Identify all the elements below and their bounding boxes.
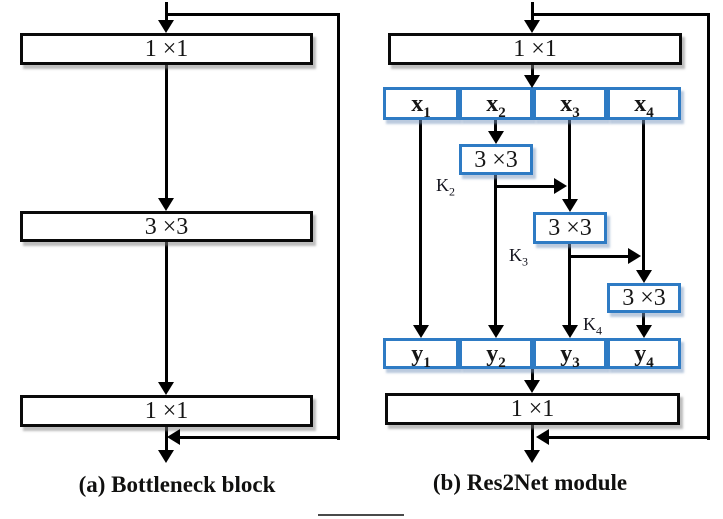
conv-label: 3 ×3: [548, 215, 592, 241]
x1-to-y1-line: [419, 119, 422, 326]
panel-a-arrowhead-1-icon: [158, 198, 174, 211]
k4-to-y4-line: [642, 312, 645, 327]
panel-b-conv-box-1x1-top: 1 ×1: [388, 33, 682, 65]
panel-a-output-arrowhead-icon: [158, 450, 174, 463]
panel-a-input-line: [165, 2, 168, 22]
split-box-x2: x2: [459, 87, 533, 120]
conv-label: 1 ×1: [144, 36, 189, 62]
k2-branch-line: [494, 185, 555, 188]
conv-box-3x3-k3: 3 ×3: [533, 212, 607, 244]
k2-in-arrowhead-icon: [488, 131, 504, 144]
panel-b-skip-vertical-line: [707, 13, 710, 440]
panel-a-skip-merge-line: [178, 436, 340, 439]
output-box-y2: y2: [459, 338, 533, 371]
x2-to-k2-line: [494, 119, 497, 132]
output-label: y3: [560, 340, 580, 371]
k2-label: K2: [436, 175, 455, 199]
concat-connector-line: [531, 367, 534, 381]
split-label: x2: [486, 90, 506, 121]
x4-to-k4-line: [642, 119, 645, 271]
split-box-x1: x1: [383, 87, 459, 120]
split-box-x4: x4: [607, 87, 681, 120]
panel-b-caption: (b) Res2Net module: [432, 470, 628, 495]
panel-a-conv-box-1x1-top: 1 ×1: [20, 33, 313, 65]
panel-a-connector-line-2: [165, 241, 168, 384]
panel-b-skip-merge-arrowhead-icon: [536, 429, 549, 445]
output-label: y2: [486, 340, 506, 371]
y3-arrowhead-icon: [562, 325, 578, 338]
concat-arrowhead-icon: [524, 380, 540, 393]
y2-arrowhead-icon: [488, 325, 504, 338]
split-label: x1: [411, 90, 431, 121]
panel-a-caption: (a) Bottleneck block: [78, 472, 276, 497]
panel-b-output-arrowhead-icon: [524, 450, 540, 463]
panel-a-skip-merge-arrowhead-icon: [167, 429, 180, 445]
panel-a-skip-top-line: [166, 13, 340, 16]
conv-label: 1 ×1: [513, 36, 557, 62]
panel-b-conv-box-1x1-bottom: 1 ×1: [385, 393, 680, 425]
output-box-y1: y1: [383, 338, 459, 371]
k4-label: K4: [583, 314, 602, 338]
panel-b-output-line: [531, 425, 534, 451]
k3-branch-line: [568, 255, 629, 258]
x3-to-k3-line: [568, 119, 571, 201]
k2-branch-arrowhead-icon: [554, 178, 567, 194]
k3-branch-arrowhead-icon: [628, 248, 641, 264]
panel-b-input-arrowhead-icon: [524, 20, 540, 33]
conv-box-3x3-k2: 3 ×3: [459, 144, 533, 175]
output-label: y4: [634, 340, 654, 371]
split-box-x3: x3: [533, 87, 607, 120]
panel-b-skip-merge-line: [548, 436, 710, 439]
panel-b-skip-top-line: [532, 13, 710, 16]
output-box-y3: y3: [533, 338, 607, 371]
k3-to-y3-line: [568, 243, 571, 326]
split-label: x3: [560, 90, 580, 121]
y1-arrowhead-icon: [413, 325, 429, 338]
divider-line: [318, 514, 404, 516]
panel-a-input-arrowhead-icon: [158, 20, 174, 33]
panel-a-conv-box-1x1-bottom: 1 ×1: [20, 395, 313, 427]
panel-b-input-line: [531, 2, 534, 22]
split-label: x4: [634, 90, 654, 121]
conv-box-3x3-k4: 3 ×3: [607, 283, 681, 313]
output-box-y4: y4: [607, 338, 681, 371]
y4-arrowhead-icon: [636, 325, 652, 338]
k3-in-arrowhead-icon: [562, 199, 578, 212]
conv-label: 3 ×3: [474, 146, 518, 173]
panel-a-skip-vertical-line: [337, 13, 340, 440]
panel-a-arrowhead-2-icon: [158, 382, 174, 395]
conv-label: 1 ×1: [144, 398, 189, 424]
k2-to-y2-line: [494, 174, 497, 326]
output-label: y1: [411, 340, 431, 371]
conv-label: 1 ×1: [510, 396, 555, 422]
conv-label: 3 ×3: [622, 285, 666, 311]
panel-a-conv-box-3x3: 3 ×3: [20, 211, 313, 242]
panel-a-connector-line-1: [165, 64, 168, 201]
conv-label: 3 ×3: [144, 213, 189, 240]
panel-a-output-line: [165, 426, 168, 452]
panel-b-split-arrowhead-icon: [524, 75, 540, 88]
panel-b-split-connector-line: [531, 64, 534, 77]
k4-in-arrowhead-icon: [636, 270, 652, 283]
k3-label: K3: [509, 245, 528, 269]
